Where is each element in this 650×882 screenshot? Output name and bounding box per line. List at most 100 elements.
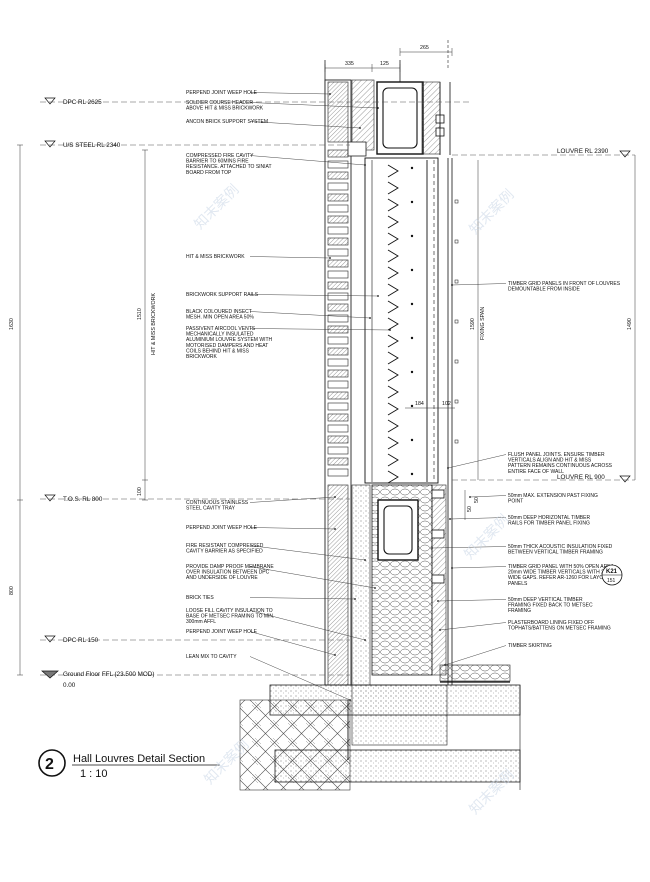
brick — [327, 292, 349, 301]
brick — [327, 413, 349, 422]
brick — [327, 248, 349, 257]
level-ground: Ground Floor FFL (23.500 MOD) — [63, 671, 154, 678]
leader-dot — [329, 257, 331, 259]
level-louvre-top: LOUVRE RL 2390 — [557, 148, 609, 155]
brick — [327, 347, 349, 356]
title-number: 2 — [45, 756, 54, 773]
structure — [239, 40, 521, 791]
watermark: 知末案例 — [466, 186, 518, 238]
annotation-text: PATTERN REMAINS CONTINUOUS ACROSS — [508, 463, 613, 469]
leader-line — [249, 256, 331, 259]
louvre-blades — [387, 164, 399, 484]
leader-line — [249, 527, 336, 530]
brick — [327, 358, 349, 367]
annotation-text: 50mm DEEP VERTICAL TIMBER — [508, 597, 583, 603]
dim-1490: 1490 — [627, 318, 633, 330]
annotation-text: TIMBER GRID PANEL WITH 50% OPEN AREA; — [508, 564, 615, 570]
level-us-steel: U/S STEEL RL 2340 — [63, 142, 121, 149]
brick — [327, 468, 349, 477]
watermark: 知末案例 — [191, 181, 243, 233]
section-reference: K21 151 — [601, 564, 623, 586]
leader-dot — [374, 587, 376, 589]
annotation-text: DEMOUNTABLE FROM INSIDE — [508, 287, 581, 293]
drawing-title-block: 2 Hall Louvres Detail Section 1 : 10 — [38, 749, 220, 780]
dim-hit-miss-label: HIT & MISS BRICKWORK — [151, 293, 157, 355]
leader-dot — [431, 547, 433, 549]
louvre-fixing — [410, 370, 414, 374]
dim-184: 184 — [415, 401, 424, 407]
brick — [327, 204, 349, 213]
leader-line — [469, 495, 507, 498]
dim-100: 100 — [137, 487, 143, 496]
annotation-text: BARRIER TO 60MINS FIRE — [186, 159, 249, 165]
annotation-text: STEEL CAVITY TRAY — [186, 506, 236, 512]
annotation-text: WIDE GAPS. REFER AR-1260 FOR LAYOUT OF — [508, 575, 618, 581]
annotation-text: BRICKWORK — [186, 354, 218, 360]
brick — [327, 182, 349, 191]
brick — [327, 281, 349, 290]
louvre-fixing — [410, 472, 414, 476]
brick — [327, 226, 349, 235]
annotation-text: FLUSH PANEL JOINTS. ENSURE TIMBER — [508, 452, 605, 458]
annotation-text: RAILS FOR TIMBER PANEL FIXING — [508, 521, 590, 527]
leader-line — [249, 545, 366, 561]
annotation-text: MESH. MIN OPEN AREA 50% — [186, 315, 254, 321]
brick — [327, 303, 349, 312]
leader-dot — [449, 518, 451, 520]
leader-dot — [349, 699, 351, 701]
hit-and-miss-bricks — [327, 149, 349, 477]
leader-dot — [451, 567, 453, 569]
leader-line — [444, 645, 507, 666]
leader-line — [249, 610, 366, 641]
leader-dot — [364, 164, 366, 166]
leader-dot — [364, 559, 366, 561]
leader-line — [249, 294, 379, 297]
annotation-text: MOTORISED DAMPERS AND HEAT — [186, 343, 268, 349]
louvre-fixing — [410, 200, 414, 204]
leader-line — [249, 597, 356, 600]
leader-dot — [377, 295, 379, 297]
brick — [327, 259, 349, 268]
annotation-text: PERPEND JOINT WEEP HOLE — [186, 629, 258, 635]
grid-fixing — [454, 399, 459, 404]
level-dpc-150: DPC RL 150 — [63, 637, 99, 644]
leader-dot — [437, 600, 439, 602]
annotation-text: FRAMING — [508, 608, 531, 614]
louvre-fixing — [410, 268, 414, 272]
brick — [327, 424, 349, 433]
leader-dot — [469, 496, 471, 498]
grid-fixing — [454, 319, 459, 324]
annotation-text: PANELS — [508, 581, 528, 587]
brick — [327, 402, 349, 411]
leader-dot — [377, 107, 379, 109]
brick — [327, 270, 349, 279]
brick — [327, 171, 349, 180]
brick — [327, 215, 349, 224]
leader-dot — [439, 629, 441, 631]
brick — [327, 391, 349, 400]
brick — [327, 314, 349, 323]
annotation-text: RESISTANCE. ATTACHED TO SINIAT — [186, 164, 272, 170]
title-scale: 1 : 10 — [80, 768, 108, 780]
leader-line — [249, 656, 351, 701]
dimension-text: 265 335 125 1630 800 1510 100 HIT & MISS… — [9, 45, 633, 595]
leader-dot — [334, 654, 336, 656]
title-name: Hall Louvres Detail Section — [73, 753, 205, 765]
dim-800: 800 — [9, 586, 15, 595]
leader-line — [449, 517, 507, 520]
annotation-text: 50mm DEEP HORIZONTAL TIMBER — [508, 515, 590, 521]
brick — [327, 446, 349, 455]
annotation-text: POINT — [508, 499, 523, 505]
leader-line — [249, 121, 361, 129]
louvre-frame — [364, 157, 439, 484]
level-ground-value: 0.00 — [63, 682, 76, 689]
leader-line — [249, 566, 376, 589]
annotation-text: PERPEND JOINT WEEP HOLE — [186, 90, 258, 96]
annotation-text: BRICKWORK SUPPORT RAILS — [186, 292, 259, 298]
leader-line — [451, 566, 507, 569]
leader-dot — [354, 598, 356, 600]
annotation-text: PROVIDE DAMP PROOF MEMBRANE — [186, 564, 274, 570]
annotation-text: BRICK TIES — [186, 595, 214, 601]
annotation-text: ALUMINIUM LOUVRE SYSTEM WITH — [186, 337, 273, 343]
